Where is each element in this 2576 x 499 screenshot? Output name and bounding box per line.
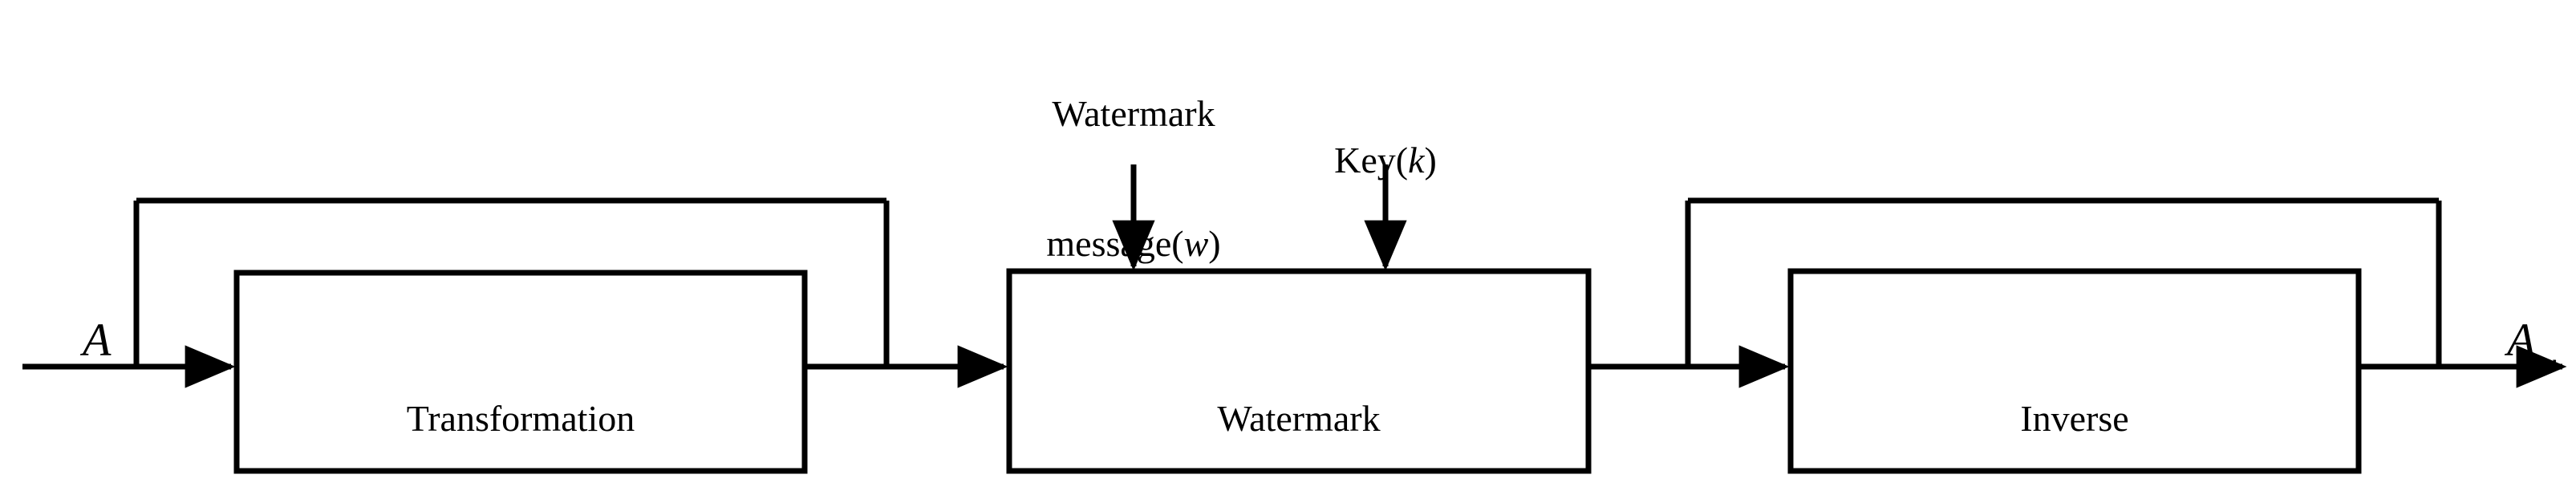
- key-suffix: ): [1424, 139, 1437, 181]
- output-label-Aw: Aw: [2461, 258, 2557, 428]
- block-transformation-label: Transformation (DCT, DWT, …): [237, 310, 805, 499]
- watermark-message-prefix: message(: [1046, 223, 1184, 265]
- watermark-message-var: w: [1183, 223, 1209, 265]
- key-var: k: [1408, 139, 1425, 181]
- block-transformation-line1: Transformation: [406, 397, 635, 439]
- input-label-key: Key(k): [1297, 51, 1474, 269]
- block-inverse-transformation-label: Inverse Transformation: [1791, 310, 2359, 499]
- output-subscript: w: [2537, 347, 2557, 380]
- key-prefix: Key(: [1334, 139, 1409, 181]
- block-watermark-embedding-rect: [1006, 268, 1592, 474]
- input-label-A: A: [37, 258, 111, 423]
- block-inverse-transformation-rect: [1787, 268, 2362, 474]
- watermark-message-line2: message(w): [973, 222, 1294, 266]
- input-symbol: A: [82, 314, 112, 367]
- block-inverse-transformation-line1: Inverse: [2020, 397, 2129, 439]
- watermark-message-suffix: ): [1208, 223, 1221, 265]
- block-transformation-rect: [233, 270, 808, 474]
- watermark-message-line1: Watermark: [1052, 92, 1215, 134]
- output-symbol: A: [2506, 314, 2536, 367]
- block-watermark-embedding-line1: Watermark: [1217, 397, 1381, 439]
- block-watermark-embedding-label: Watermark Embedding: [1009, 310, 1588, 499]
- input-label-watermark-message: Watermark message(w): [973, 5, 1294, 353]
- key-line: Key(k): [1297, 139, 1474, 182]
